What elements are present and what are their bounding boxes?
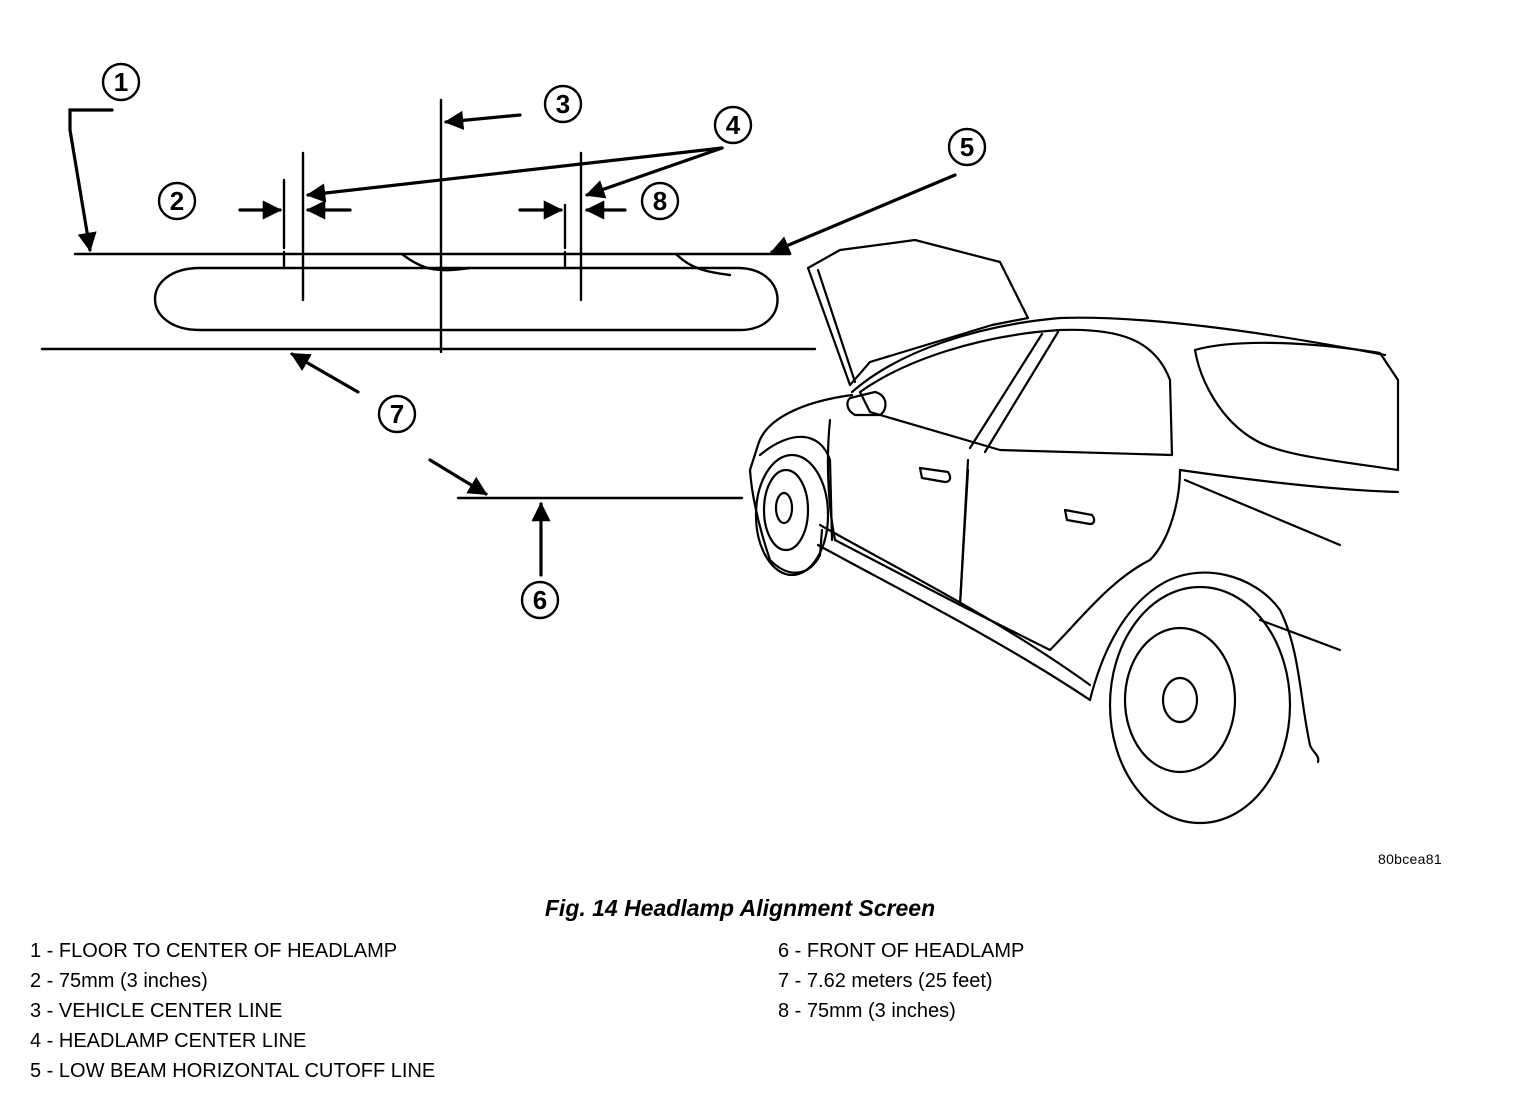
legend-item: 8 - 75mm (3 inches) (778, 1000, 956, 1022)
legend-left: 1 - FLOOR TO CENTER OF HEADLAMP 2 - 75mm… (30, 937, 435, 1087)
legend-item: 5 - LOW BEAM HORIZONTAL CUTOFF LINE (30, 1060, 436, 1082)
arrow-4-left (306, 146, 724, 203)
callout-circle-6 (520, 580, 560, 620)
car-rear-door (958, 458, 1182, 652)
car-side-windows (858, 328, 1174, 457)
legend-item: 3 - VEHICLE CENTER LINE (30, 1000, 283, 1022)
arrow-1 (68, 108, 114, 252)
car-sill-2 (816, 543, 1092, 702)
car-rear-body (1088, 571, 1320, 764)
callout-number-1: 1 (114, 67, 128, 97)
callout-circle-8 (640, 181, 680, 221)
callout-circle-3 (543, 84, 583, 124)
legend-item: 1 - FLOOR TO CENTER OF HEADLAMP (30, 940, 398, 962)
callout-number-5: 5 (960, 132, 974, 162)
cutoff-dip-right (674, 252, 732, 277)
car-hood (806, 238, 1030, 387)
reference-code: 80bcea81 (1378, 851, 1442, 867)
callout-circle-4 (713, 105, 753, 145)
car-rear-tire (1108, 585, 1292, 825)
legend-item: 7 - 7.62 meters (25 feet) (778, 970, 993, 992)
legend-item: 6 - FRONT OF HEADLAMP (778, 940, 1025, 962)
car-rear-quarter (1178, 468, 1400, 494)
car-rear-window (1193, 341, 1400, 472)
car-rear-door-handle (1063, 508, 1096, 526)
car-illustration (748, 238, 1400, 825)
arrow-7-upper (290, 352, 360, 394)
headlamp-alignment-diagram: 1 2 3 4 5 6 7 8 (40, 62, 1400, 825)
legend-right: 6 - FRONT OF HEADLAMP 7 - 7.62 meters (2… (778, 937, 1024, 1027)
callout-circle-2 (157, 181, 197, 221)
car-b-pillar (983, 330, 1060, 454)
car-front-fender (748, 393, 854, 574)
car-rear-hub (1161, 676, 1199, 724)
car-front-tire (754, 453, 830, 577)
arrow-7-lower (428, 458, 488, 496)
cutoff-dip-left (400, 252, 472, 272)
car-rear-rim (1123, 626, 1237, 774)
car-roof (850, 316, 1387, 394)
car-b-pillar-2 (968, 332, 1044, 450)
car-sill (818, 523, 1092, 687)
legend-item: 4 - HEADLAMP CENTER LINE (30, 1030, 307, 1052)
car-front-rim (762, 468, 810, 552)
car-mirror (846, 390, 887, 417)
callout-circle-1 (101, 62, 141, 102)
callout-number-3: 3 (556, 89, 570, 119)
legend-item: 2 - 75mm (3 inches) (30, 970, 208, 992)
callout-number-8: 8 (653, 186, 667, 216)
car-body-crease (1183, 478, 1342, 547)
callout-circles (101, 62, 987, 620)
callout-circle-7 (377, 394, 417, 434)
car-front-door-handle (918, 466, 952, 484)
callout-number-6: 6 (533, 585, 547, 615)
callout-number-4: 4 (726, 110, 741, 140)
callout-numbers: 1 2 3 4 5 6 7 8 (114, 67, 974, 615)
alignment-screen (40, 98, 817, 500)
arrow-3 (444, 110, 522, 130)
car-hood-inner (816, 268, 857, 384)
callout-number-2: 2 (170, 186, 184, 216)
arrow-5 (770, 173, 957, 255)
car-front-hub (774, 491, 794, 525)
figure-caption: Fig. 14 Headlamp Alignment Screen (544, 895, 936, 921)
arrow-4-right (585, 146, 724, 199)
car-body-crease-2 (1258, 618, 1342, 652)
callout-circle-5 (947, 127, 987, 167)
car-front-door (826, 418, 970, 607)
beam-pattern-outline (153, 266, 779, 332)
callout-number-7: 7 (390, 399, 404, 429)
leader-arrows (68, 108, 957, 577)
